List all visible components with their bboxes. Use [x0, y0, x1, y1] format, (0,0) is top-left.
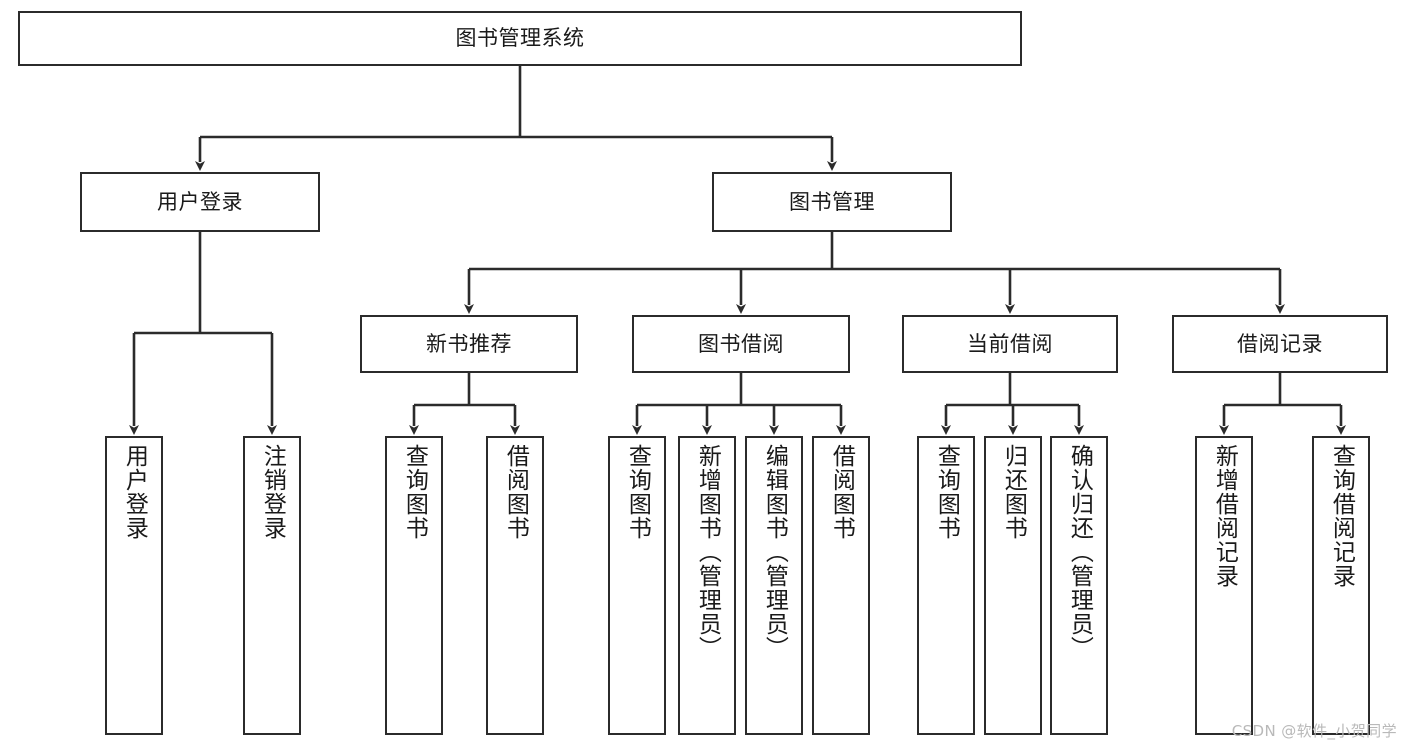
node-label: 新增借阅记录 — [1211, 444, 1238, 588]
node-leaf-leaf-borrow-book-1[interactable]: 借阅图书 — [486, 436, 544, 735]
node-label: 查询图书 — [624, 444, 651, 540]
node-level2-book-borrow[interactable]: 图书借阅 — [632, 315, 850, 373]
node-label: 图书管理系统 — [455, 26, 585, 51]
node-leaf-leaf-borrow-book-2[interactable]: 借阅图书 — [812, 436, 870, 735]
node-label: 用户登录 — [157, 189, 243, 214]
node-leaf-leaf-query-book-3[interactable]: 查询图书 — [917, 436, 975, 735]
node-label: 查询图书 — [933, 444, 960, 540]
node-leaf-leaf-logout[interactable]: 注销登录 — [243, 436, 301, 735]
node-level2-new-book-rec[interactable]: 新书推荐 — [360, 315, 578, 373]
node-label: 图书管理 — [789, 189, 875, 214]
node-leaf-leaf-query-record[interactable]: 查询借阅记录 — [1312, 436, 1370, 735]
node-level2-borrow-record[interactable]: 借阅记录 — [1172, 315, 1388, 373]
node-level1-user-login[interactable]: 用户登录 — [80, 172, 320, 232]
node-label: 图书借阅 — [698, 331, 784, 356]
node-label: 查询图书 — [401, 444, 428, 540]
node-label: 归还图书 — [1000, 444, 1027, 540]
node-leaf-leaf-query-book-2[interactable]: 查询图书 — [608, 436, 666, 735]
node-label: 编辑图书（管理员） — [761, 444, 788, 660]
node-leaf-leaf-return-book[interactable]: 归还图书 — [984, 436, 1042, 735]
node-leaf-leaf-user-login[interactable]: 用户登录 — [105, 436, 163, 735]
node-root-root[interactable]: 图书管理系统 — [18, 11, 1022, 66]
csdn-watermark: CSDN @软件_小贺同学 — [1231, 722, 1397, 740]
node-label: 当前借阅 — [967, 331, 1053, 356]
node-leaf-leaf-add-book[interactable]: 新增图书（管理员） — [678, 436, 736, 735]
node-label: 注销登录 — [259, 444, 286, 540]
node-label: 查询借阅记录 — [1328, 444, 1355, 588]
node-leaf-leaf-edit-book[interactable]: 编辑图书（管理员） — [745, 436, 803, 735]
node-leaf-leaf-confirm-return[interactable]: 确认归还（管理员） — [1050, 436, 1108, 735]
node-label: 借阅图书 — [828, 444, 855, 540]
node-label: 用户登录 — [121, 444, 148, 540]
node-label: 新增图书（管理员） — [694, 444, 721, 660]
node-label: 确认归还（管理员） — [1066, 444, 1093, 660]
node-level2-current-borrow[interactable]: 当前借阅 — [902, 315, 1118, 373]
node-leaf-leaf-query-book-1[interactable]: 查询图书 — [385, 436, 443, 735]
node-leaf-leaf-add-record[interactable]: 新增借阅记录 — [1195, 436, 1253, 735]
node-label: 借阅记录 — [1237, 331, 1323, 356]
node-level1-book-manage[interactable]: 图书管理 — [712, 172, 952, 232]
node-label: 新书推荐 — [426, 331, 512, 356]
node-label: 借阅图书 — [502, 444, 529, 540]
